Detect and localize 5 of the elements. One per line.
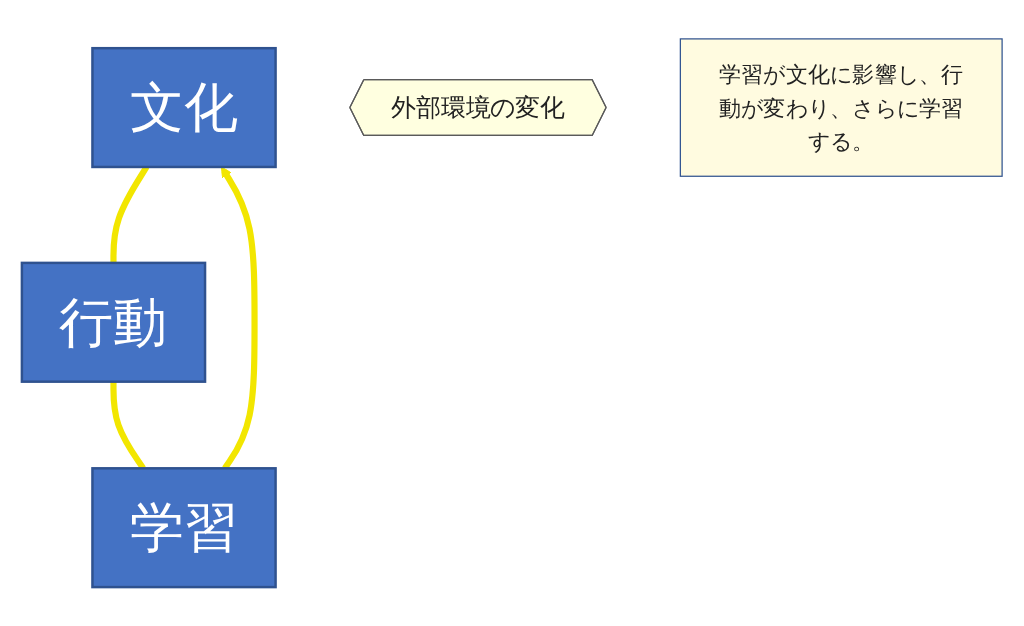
connector (110, 165, 150, 263)
node-box: 行動 (20, 261, 207, 383)
node-box: 学習 (91, 467, 277, 589)
node-box: 文化 (91, 46, 277, 169)
node-box: 学習が文化に影響し、行動が変わり、さらに学習する。 (679, 38, 1003, 177)
